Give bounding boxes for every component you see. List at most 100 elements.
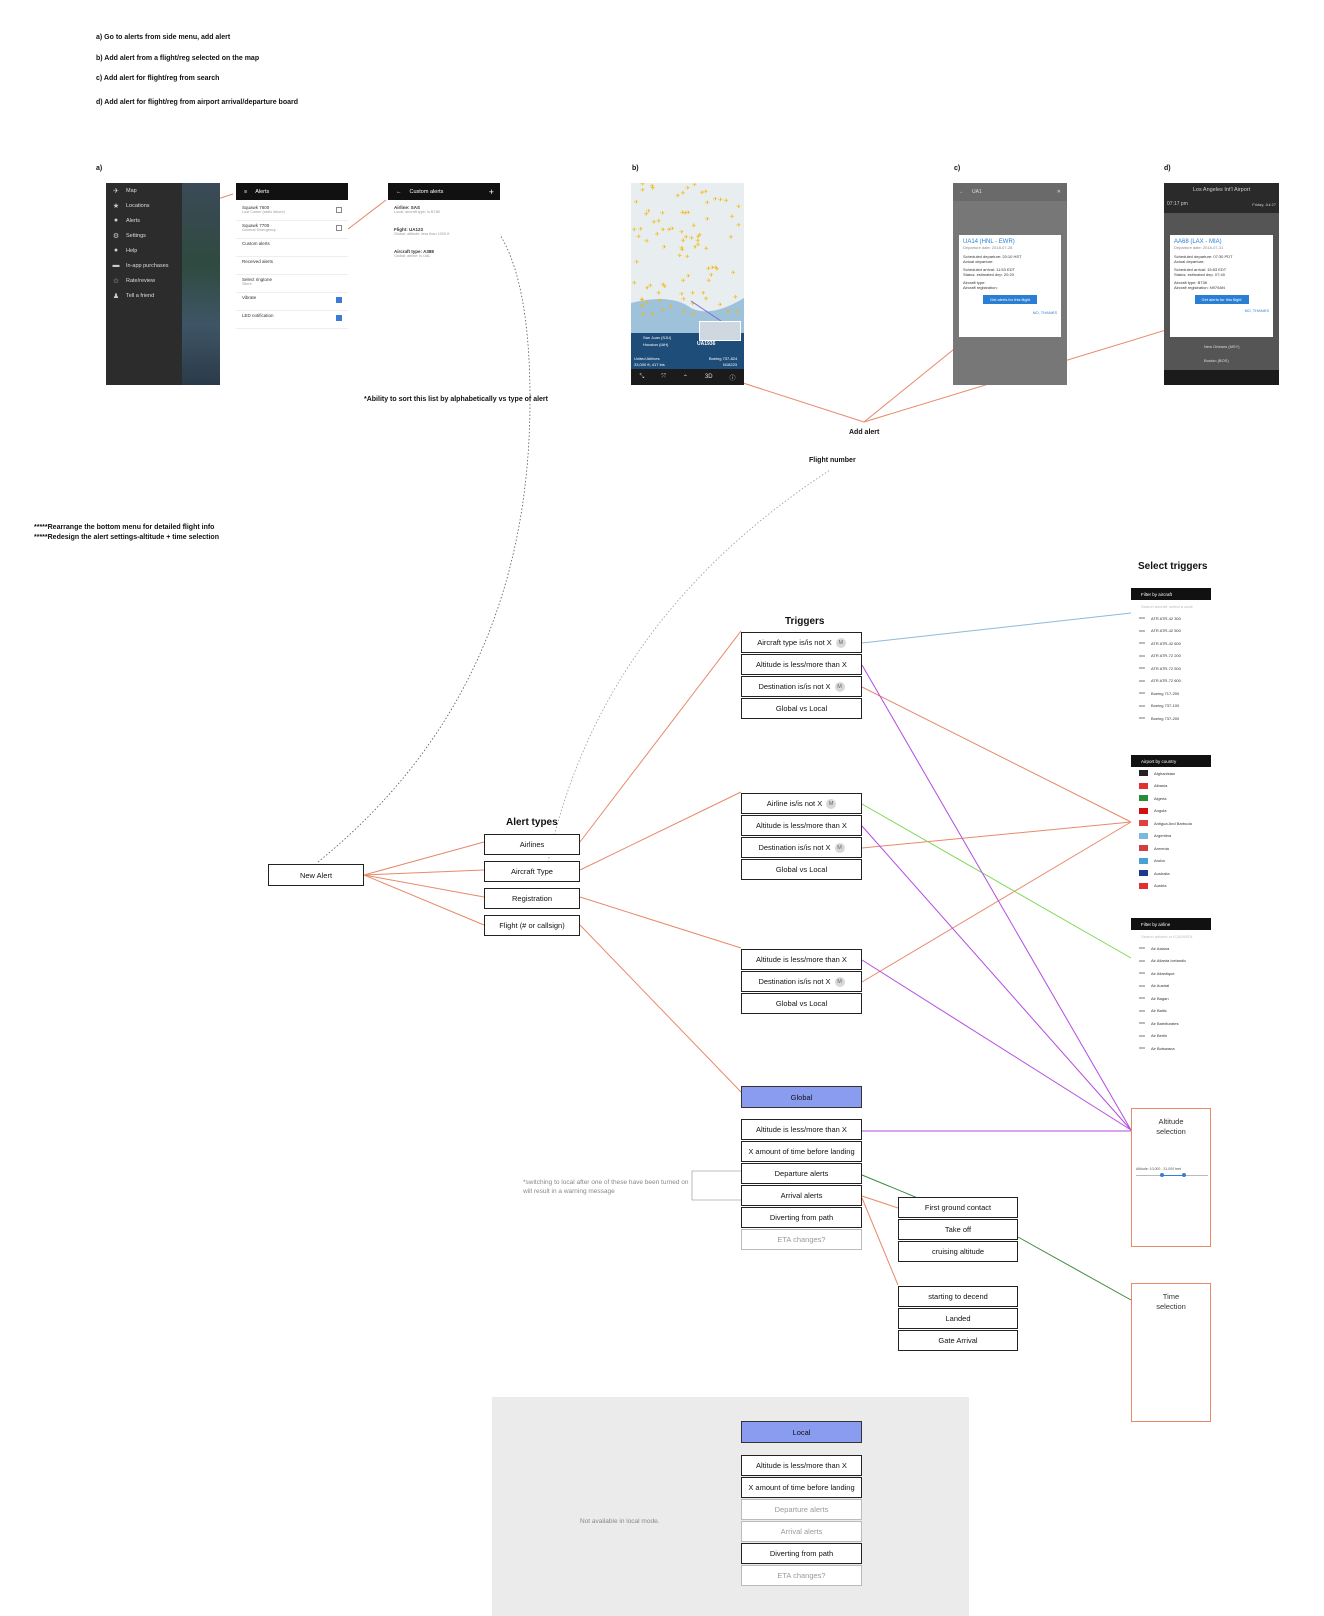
alert-type-registration[interactable]: Registration: [484, 888, 580, 909]
aircraft-marker-icon[interactable]: ✈: [736, 222, 741, 229]
filter-list-item[interactable]: Air Astana: [1131, 942, 1211, 955]
global-item[interactable]: ETA changes?: [741, 1229, 862, 1250]
slider-thumb-low[interactable]: [1160, 1173, 1164, 1177]
aircraft-marker-icon[interactable]: ✈: [660, 307, 665, 314]
aircraft-marker-icon[interactable]: ✈: [675, 193, 680, 200]
aircraft-marker-icon[interactable]: ✈: [632, 227, 637, 234]
menu-item-rate[interactable]: ☆Rate/review: [112, 277, 155, 285]
menu-item-tell-friend[interactable]: ♟Tell a friend: [112, 292, 154, 300]
no-thanks-button[interactable]: NO, THANKS: [1244, 308, 1269, 313]
filter-list-item[interactable]: Austria: [1131, 880, 1211, 893]
aircraft-marker-icon[interactable]: ✈: [640, 297, 645, 304]
filter-list-item[interactable]: Air Botswana: [1131, 1042, 1211, 1055]
filter-list-item[interactable]: Afghanistan: [1131, 767, 1211, 780]
arrival-subitem[interactable]: Landed: [898, 1308, 1018, 1329]
filter-list-item[interactable]: Aruba: [1131, 855, 1211, 868]
setting-checkbox[interactable]: [336, 297, 342, 303]
alerts-setting-row[interactable]: Vibrate: [236, 295, 348, 311]
local-item[interactable]: X amount of time before landing: [741, 1477, 862, 1498]
trigger-box[interactable]: Altitude is less/more than X: [741, 949, 862, 970]
aircraft-marker-icon[interactable]: ✈: [689, 235, 694, 242]
aircraft-marker-icon[interactable]: ✈: [703, 188, 708, 195]
filter-list-item[interactable]: Antigua And Barbuda: [1131, 817, 1211, 830]
aircraft-marker-icon[interactable]: ✈: [692, 183, 697, 188]
filter-list-item[interactable]: Air Barbiturates: [1131, 1017, 1211, 1030]
setting-checkbox[interactable]: [336, 315, 342, 321]
aircraft-marker-icon[interactable]: ✈: [640, 297, 645, 304]
aircraft-marker-icon[interactable]: ✈: [733, 294, 738, 301]
aircraft-marker-icon[interactable]: ✈: [730, 214, 735, 221]
aircraft-marker-icon[interactable]: ✈: [718, 302, 723, 309]
aircraft-marker-icon[interactable]: ✈: [686, 210, 691, 217]
local-item[interactable]: Altitude is less/more than X: [741, 1455, 862, 1476]
aircraft-marker-icon[interactable]: ✈: [713, 196, 718, 203]
aircraft-marker-icon[interactable]: ✈: [704, 295, 709, 302]
aircraft-marker-icon[interactable]: ✈: [705, 216, 710, 223]
aircraft-marker-icon[interactable]: ✈: [677, 252, 682, 259]
aircraft-marker-icon[interactable]: ✈: [679, 229, 684, 236]
local-item[interactable]: Arrival alerts: [741, 1521, 862, 1542]
arrival-subitem[interactable]: starting to decend: [898, 1286, 1018, 1307]
info-icon[interactable]: ⓘ: [729, 375, 736, 382]
aircraft-marker-icon[interactable]: ✈: [696, 234, 701, 241]
route-icon[interactable]: ⤡: [639, 373, 645, 380]
filter-list-item[interactable]: Angola: [1131, 805, 1211, 818]
filter-list-item[interactable]: Boeing 737-200: [1131, 712, 1211, 725]
filter-list-item[interactable]: Air Berlin: [1131, 1030, 1211, 1043]
aircraft-marker-icon[interactable]: ✈: [636, 234, 641, 241]
aircraft-marker-icon[interactable]: ✈: [681, 296, 686, 303]
aircraft-marker-icon[interactable]: ✈: [690, 290, 695, 297]
alert-type-aircraft[interactable]: Aircraft Type: [484, 861, 580, 882]
alerts-setting-row[interactable]: Received alerts: [236, 259, 348, 275]
new-alert-node[interactable]: New Alert: [268, 864, 364, 886]
aircraft-marker-icon[interactable]: ✈: [679, 291, 684, 298]
menu-item-map[interactable]: ✈Map: [112, 187, 137, 195]
global-item[interactable]: X amount of time before landing: [741, 1141, 862, 1162]
aircraft-marker-icon[interactable]: ✈: [668, 304, 673, 311]
aircraft-marker-icon[interactable]: ✈: [685, 254, 690, 261]
trigger-box[interactable]: Global vs Local: [741, 698, 862, 719]
filter-list-item[interactable]: ATR ATR-42 500: [1131, 625, 1211, 638]
filter-list-item[interactable]: Armenia: [1131, 842, 1211, 855]
aircraft-marker-icon[interactable]: ✈: [646, 208, 651, 215]
departure-subitem[interactable]: cruising altitude: [898, 1241, 1018, 1262]
get-alerts-button[interactable]: Get alerts for this flight: [1194, 295, 1249, 304]
filter-list-item[interactable]: Argentina: [1131, 830, 1211, 843]
filter-list-item[interactable]: Air Bagan: [1131, 992, 1211, 1005]
aircraft-marker-icon[interactable]: ✈: [640, 183, 645, 188]
aircraft-marker-icon[interactable]: ✈: [634, 259, 639, 266]
filter-list-item[interactable]: Boeing 717-200: [1131, 687, 1211, 700]
aircraft-marker-icon[interactable]: ✈: [713, 264, 718, 271]
aircraft-marker-icon[interactable]: ✈: [706, 265, 711, 272]
local-header[interactable]: Local: [741, 1421, 862, 1443]
local-item[interactable]: Diverting from path: [741, 1543, 862, 1564]
menu-item-locations[interactable]: ★Locations: [112, 202, 150, 210]
aircraft-marker-icon[interactable]: ✈: [632, 280, 637, 287]
aircraft-marker-icon[interactable]: ✈: [729, 234, 734, 241]
aircraft-marker-icon[interactable]: ✈: [652, 219, 657, 226]
aircraft-marker-icon[interactable]: ✈: [645, 285, 650, 292]
aircraft-marker-icon[interactable]: ✈: [650, 311, 655, 318]
aircraft-marker-icon[interactable]: ✈: [715, 266, 720, 273]
back-arrow-icon[interactable]: ←: [959, 189, 964, 195]
aircraft-marker-icon[interactable]: ✈: [655, 231, 660, 238]
filter-list-item[interactable]: Albania: [1131, 780, 1211, 793]
filter-list-item[interactable]: ATR ATR-42 600: [1131, 637, 1211, 650]
aircraft-marker-icon[interactable]: ✈: [706, 278, 711, 285]
setting-checkbox[interactable]: [336, 225, 342, 231]
aircraft-marker-icon[interactable]: ✈: [683, 210, 688, 217]
departure-subitem[interactable]: First ground contact: [898, 1197, 1018, 1218]
menu-item-help[interactable]: ●Help: [112, 247, 137, 254]
aircraft-marker-icon[interactable]: ✈: [640, 303, 645, 310]
menu-item-alerts[interactable]: ●Alerts: [112, 217, 140, 224]
aircraft-marker-icon[interactable]: ✈: [681, 190, 686, 197]
local-item[interactable]: Departure alerts: [741, 1499, 862, 1520]
filter-list-item[interactable]: Boeing 737-100: [1131, 700, 1211, 713]
aircraft-marker-icon[interactable]: ✈: [648, 282, 653, 289]
aircraft-search-input[interactable]: Search aircraft, select a code: [1141, 603, 1193, 609]
menu-item-settings[interactable]: ⚙Settings: [112, 232, 146, 240]
